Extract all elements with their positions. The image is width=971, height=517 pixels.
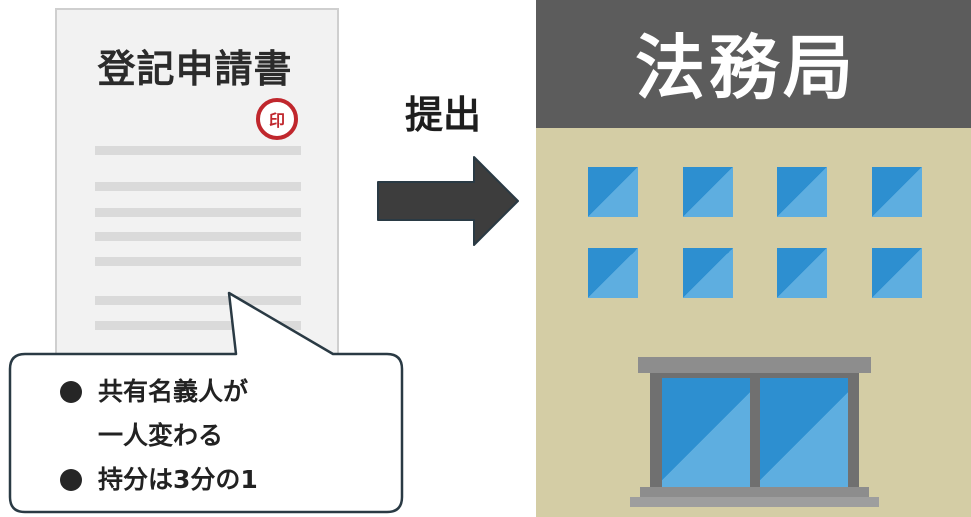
window bbox=[872, 167, 922, 217]
callout-list: 共有名義人が 一人変わる 持分は3分の1 bbox=[60, 370, 390, 502]
bullet-icon bbox=[60, 469, 82, 491]
door-glass-right bbox=[760, 378, 848, 487]
right-arrow-icon bbox=[377, 156, 519, 246]
document-text-line bbox=[95, 146, 301, 155]
entrance-step bbox=[640, 487, 869, 497]
callout-item-text: 一人変わる bbox=[98, 421, 224, 450]
document-title: 登記申請書 bbox=[97, 47, 293, 91]
window bbox=[588, 248, 638, 298]
callout-item: 共有名義人が bbox=[60, 370, 390, 414]
building-name: 法務局 bbox=[635, 27, 857, 109]
application-document bbox=[55, 8, 339, 378]
document-text-line bbox=[95, 208, 301, 217]
document-text-line bbox=[95, 321, 301, 330]
building-roof bbox=[536, 0, 971, 128]
bullet-icon bbox=[60, 381, 82, 403]
callout-item-text: 共有名義人が bbox=[98, 377, 249, 406]
seal-stamp-icon: 印 bbox=[256, 98, 298, 140]
callout-bubble bbox=[8, 291, 404, 514]
document-text-line bbox=[95, 182, 301, 191]
window bbox=[777, 248, 827, 298]
window bbox=[588, 167, 638, 217]
callout-item-text: 持分は3分の1 bbox=[98, 465, 258, 494]
window bbox=[683, 167, 733, 217]
window bbox=[683, 248, 733, 298]
callout-item: 一人変わる bbox=[60, 414, 390, 458]
submit-label: 提出 bbox=[404, 93, 481, 137]
entrance-step bbox=[630, 497, 879, 507]
callout-item: 持分は3分の1 bbox=[60, 458, 390, 502]
document-text-line bbox=[95, 296, 301, 305]
window bbox=[872, 248, 922, 298]
document-text-line bbox=[95, 257, 301, 266]
door-canopy bbox=[638, 357, 871, 373]
document-text-line bbox=[95, 232, 301, 241]
window bbox=[777, 167, 827, 217]
door-glass-left bbox=[662, 378, 750, 487]
